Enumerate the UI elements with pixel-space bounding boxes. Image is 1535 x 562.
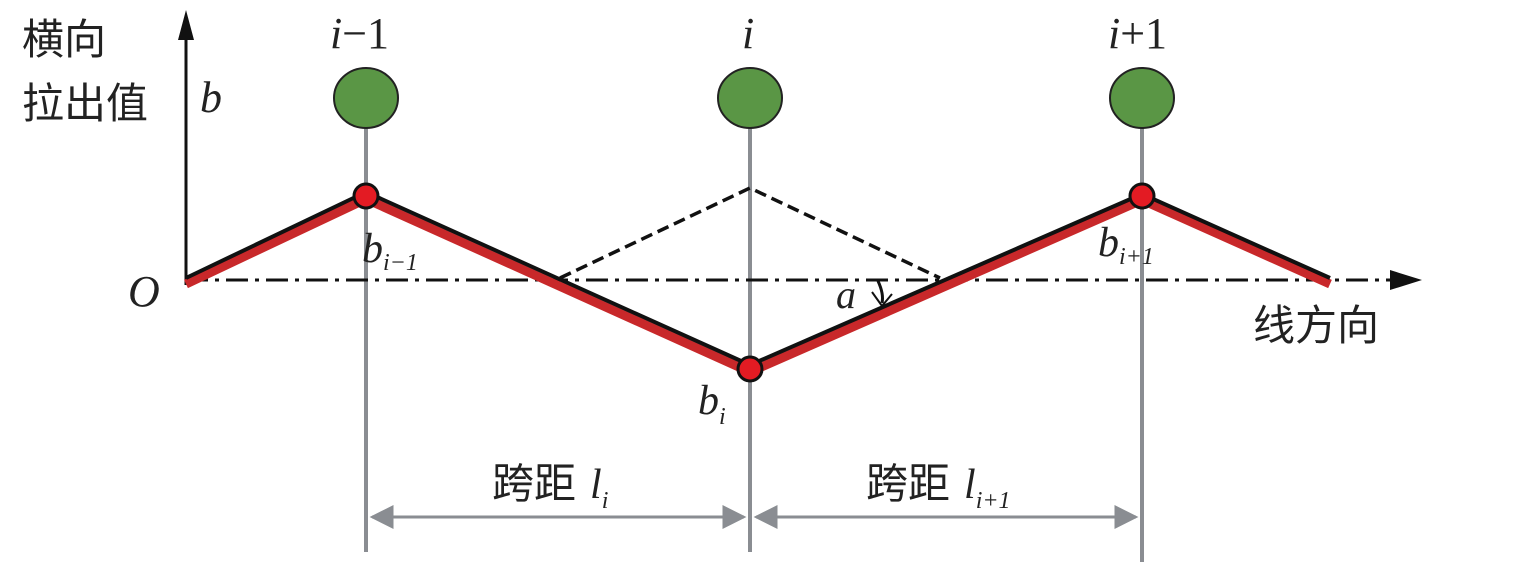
y-axis-symbol: b <box>200 73 222 122</box>
stagger-point-right <box>1128 182 1156 210</box>
x-axis-arrowhead <box>1390 270 1422 290</box>
pole-label-middle: i <box>742 9 754 58</box>
stagger-point-left <box>352 182 380 210</box>
dashed-wire <box>559 186 941 280</box>
origin-label: O <box>128 267 160 316</box>
insulator-left <box>333 67 399 129</box>
y-axis-label-line2: 拉出值 <box>22 79 148 128</box>
angle-arc-tip <box>871 291 893 308</box>
y-axis-label-line1: 横向 <box>22 15 106 64</box>
point-label-middle: bi <box>698 378 726 430</box>
pole-label-right: i+1 <box>1108 9 1167 58</box>
insulator-middle <box>717 67 783 129</box>
point-label-right: bi+1 <box>1098 220 1154 270</box>
angle-arc <box>876 280 884 304</box>
insulator-right <box>1109 67 1175 129</box>
x-axis-label: 线方向 <box>1253 301 1379 350</box>
contact-wire-red <box>184 194 1332 377</box>
point-label-left: bi−1 <box>362 226 418 276</box>
pole-label-left: i−1 <box>330 9 389 58</box>
angle-label: a <box>836 272 856 317</box>
stagger-point-middle <box>736 355 764 383</box>
y-axis-arrowhead <box>178 10 194 40</box>
